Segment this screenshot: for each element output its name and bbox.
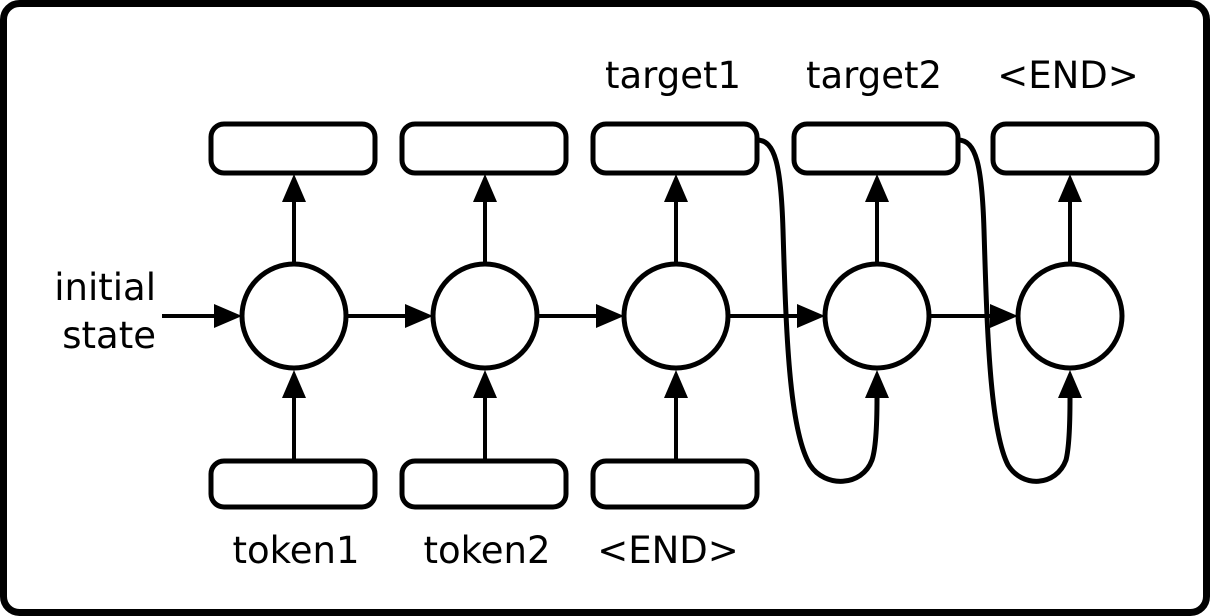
rnn-cell-2[interactable] (430, 261, 540, 371)
rnn-cell-5[interactable] (1015, 261, 1125, 371)
column-3: target1 <END> (590, 54, 760, 572)
column-4: target2 (756, 54, 961, 484)
feedback-curve-5 (957, 137, 1073, 484)
output-box-3[interactable] (590, 121, 760, 176)
rnn-cell-1[interactable] (239, 261, 349, 371)
input-box-3[interactable] (590, 458, 760, 510)
cell-to-output-arrowhead-4 (865, 174, 889, 202)
input-label-2: token2 (423, 529, 550, 572)
input-box-1[interactable] (208, 458, 378, 510)
input-to-cell-arrowhead-3 (664, 370, 688, 398)
state-arrowhead-3-4 (797, 304, 825, 328)
output-box-1[interactable] (208, 121, 378, 176)
column-1: token1 (208, 121, 378, 572)
cell-to-output-arrowhead-2 (473, 174, 497, 202)
state-arrowhead-4-5 (990, 304, 1018, 328)
output-label-3: target1 (605, 54, 741, 97)
rnn-cell-3[interactable] (621, 261, 731, 371)
state-chain (162, 304, 1018, 328)
initial-state-arrowhead (214, 304, 242, 328)
cell-to-output-arrowhead-1 (282, 174, 306, 202)
cell-to-output-arrowhead-3 (664, 174, 688, 202)
initial-state-line2: state (62, 314, 156, 357)
input-label-3: <END> (597, 529, 739, 572)
input-box-2[interactable] (399, 458, 569, 510)
rnn-cell-4[interactable] (822, 261, 932, 371)
output-box-4[interactable] (791, 121, 961, 176)
initial-state-line1: initial (54, 266, 156, 309)
input-to-cell-arrowhead-2 (473, 370, 497, 398)
state-arrowhead-1-2 (405, 304, 433, 328)
column-5: <END> (957, 54, 1160, 484)
feedback-arrowhead-5 (1058, 370, 1082, 398)
feedback-curve-4 (756, 137, 880, 484)
output-box-2[interactable] (399, 121, 569, 176)
output-box-5[interactable] (990, 121, 1160, 176)
input-label-1: token1 (232, 529, 359, 572)
initial-state-label: initial state (54, 266, 156, 357)
output-label-5: <END> (997, 54, 1139, 97)
state-arrowhead-2-3 (596, 304, 624, 328)
input-to-cell-arrowhead-1 (282, 370, 306, 398)
feedback-arrowhead-4 (865, 370, 889, 398)
cell-to-output-arrowhead-5 (1058, 174, 1082, 202)
output-label-4: target2 (806, 54, 942, 97)
column-2: token2 (399, 121, 569, 572)
